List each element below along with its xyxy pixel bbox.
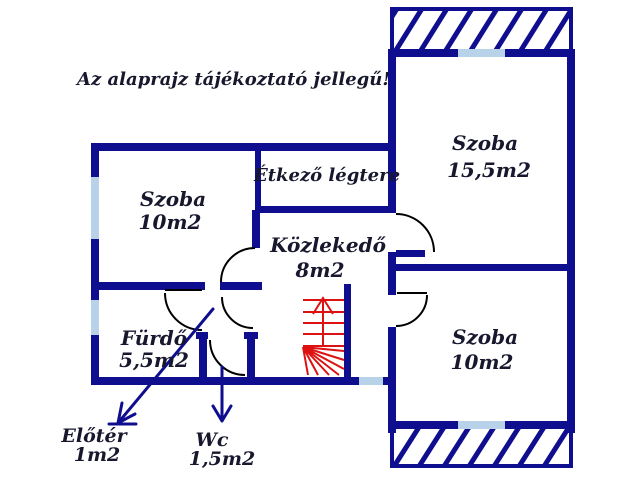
arrow-head (211, 404, 233, 423)
wall-segment (388, 327, 396, 433)
label-wc-area: 1,5m2 (189, 448, 255, 470)
label-eloter-name: Előtér (60, 425, 128, 447)
window (458, 421, 505, 429)
wc-pointer-arrow (211, 365, 233, 423)
hatch-lines (394, 427, 569, 464)
wall-segment (388, 49, 396, 213)
wall-segment (91, 143, 396, 151)
room-labels: Az alaprajz tájékoztató jellegű! Szoba 1… (60, 69, 531, 470)
wall-segment (396, 250, 425, 257)
label-kozlekedo-area: 8m2 (295, 258, 345, 282)
label-szoba-top-right-name: Szoba (452, 131, 518, 155)
door-arc (220, 247, 256, 283)
door-arc (395, 294, 428, 327)
wall-segment (91, 143, 99, 385)
label-szoba-top-right-area: 15,5m2 (447, 158, 531, 182)
label-szoba-bottom-right-name: Szoba (452, 325, 518, 349)
arrow-head (116, 401, 137, 425)
staircase (302, 296, 345, 376)
label-etkezo: Étkező légtere (253, 163, 400, 186)
balcony-hatch (394, 11, 569, 51)
wall-segment (567, 49, 575, 433)
stair-arrow-head (312, 296, 334, 315)
wall-segment (344, 284, 351, 385)
wall-segment (392, 264, 571, 271)
label-szoba-left-name: Szoba (140, 187, 206, 211)
balcony-bottom (390, 421, 573, 468)
wall-segment (244, 332, 258, 339)
wall-segment (252, 210, 260, 248)
label-furdo-name: Fürdő (120, 326, 188, 350)
wall-segment (255, 206, 396, 213)
label-furdo-area: 5,5m2 (119, 348, 189, 372)
wall-segment (220, 282, 262, 290)
wall-segment (388, 252, 396, 295)
wall-segment (91, 377, 392, 385)
door-arc (209, 339, 246, 376)
hatch-lines (394, 11, 569, 51)
stair-winder-rays (302, 346, 345, 376)
window (458, 49, 505, 57)
wall-segment (255, 147, 261, 210)
label-eloter-area: 1m2 (74, 444, 121, 466)
door-arc (395, 213, 435, 253)
window (91, 300, 99, 335)
windows (91, 49, 505, 429)
label-szoba-left-area: 10m2 (139, 210, 202, 234)
window (91, 177, 99, 239)
door-arc (164, 292, 203, 331)
label-wc-name: Wc (196, 429, 229, 451)
wall-segment (199, 332, 207, 385)
window (359, 377, 383, 385)
wall-segment (91, 282, 205, 290)
arrow-line (116, 307, 215, 425)
wall-segment (196, 332, 208, 339)
label-szoba-bottom-right-area: 10m2 (451, 350, 514, 374)
eloter-pointer-arrow (107, 307, 215, 426)
door-arc (221, 296, 254, 329)
balcony-top (390, 7, 573, 55)
disclaimer-title: Az alaprajz tájékoztató jellegű! (75, 69, 390, 90)
wall-segment (247, 332, 255, 385)
label-kozlekedo-name: Közlekedő (269, 233, 387, 257)
balcony-hatch (394, 427, 569, 464)
